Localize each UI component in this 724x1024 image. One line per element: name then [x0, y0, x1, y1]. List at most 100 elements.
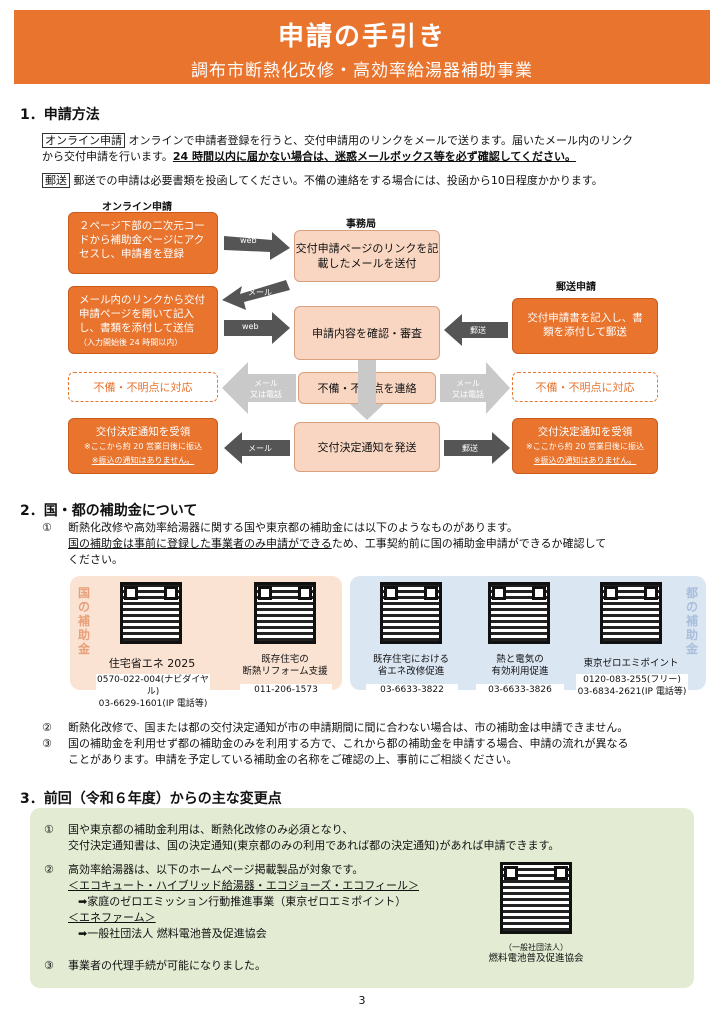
online-text2: から交付申請を行います。	[42, 150, 173, 163]
qr-code-fuel-cell[interactable]	[500, 862, 572, 934]
s3-change3: 事業者の代理手続が可能になりました。	[68, 959, 266, 972]
arrow-post1	[444, 314, 508, 346]
qr5-phone-1: 0120-083-255(フリー)	[583, 675, 681, 685]
section2-heading: 2．国・都の補助金について	[20, 503, 198, 519]
arrow-mailtel-r1: メール	[456, 379, 480, 388]
mail-description: 郵送 郵送での申請は必要書類を投函してください。不備の連絡をする場合には、投函か…	[42, 173, 702, 189]
mail-step1: 交付申請書を記入し、書類を添付して郵送	[512, 298, 658, 354]
qr2-name: 既存住宅の 断熱リフォーム支援	[232, 654, 338, 678]
arrow-mailtel-left	[222, 362, 296, 414]
s3-num3: ③	[44, 959, 54, 972]
mail-text: 郵送での申請は必要書類を投函してください。不備の連絡をする場合には、投函から10…	[73, 174, 603, 187]
section1-heading: 1．申請方法	[20, 107, 100, 123]
s3-change2: 高効率給湯器は、以下のホームページ掲載製品が対象です。 ＜エコキュート・ハイブリ…	[68, 862, 488, 942]
fuel-cell-qr-label2: 燃料電池普及促進協会	[488, 953, 584, 964]
arrow-post1-label: 郵送	[470, 326, 486, 335]
flow-online-title: オンライン申請	[102, 202, 172, 213]
office-step4: 交付決定通知を発送	[294, 422, 440, 472]
fuel-cell-qr-label1: （一般社団法人）	[504, 943, 568, 952]
s2-p3b: ことがあります。申請を予定している補助金の名称をご確認の上、事前にご相談ください…	[68, 753, 518, 766]
arrow-web2-label: web	[242, 322, 259, 331]
arrow-mail1-label: メール	[248, 288, 272, 297]
qr2-name-2: 断熱リフォーム支援	[242, 666, 328, 677]
qr-code-1[interactable]	[120, 582, 182, 644]
page-title: 申請の手引き	[277, 22, 446, 52]
s3-change1: 国や東京都の補助金利用は、断熱化改修のみ必須となり、 交付決定通知書は、国の決定…	[68, 822, 688, 854]
s2-para3: 国の補助金を利用せず都の補助金のみを利用する方で、これから都の補助金を申請する場…	[68, 736, 708, 768]
online-text: オンラインで申請者登録を行うと、交付申請用のリンクをメールで送ります。届いたメー…	[128, 134, 633, 147]
qr-code-4[interactable]	[488, 582, 550, 644]
qr4-name: 熱と電気の 有効利用促進	[470, 654, 570, 678]
online-step1: ２ページ下部の二次元コードから補助金ページにアクセスし、申請者を登録	[68, 212, 218, 274]
left-result-note2: ※振込の通知はありません。	[91, 456, 195, 465]
arrow-mailtel-l1: メール	[254, 379, 278, 388]
left-result-note: ※ここから約 20 営業日後に振込	[84, 442, 202, 451]
qr1-phone-2: 03-6629-1601(IP 電話等)	[98, 699, 208, 709]
right-result-text: 交付決定通知を受領	[537, 426, 633, 438]
s3-num2: ②	[44, 863, 54, 876]
s2-p1c: ください。	[68, 553, 123, 566]
mail-label: 郵送	[42, 173, 70, 188]
arrow-mail1	[222, 280, 290, 310]
right-result-note: ※ここから約 20 営業日後に振込	[526, 442, 644, 451]
qr4-name-1: 熱と電気の	[496, 654, 544, 665]
s2-num2: ②	[42, 721, 52, 734]
qr-code-3[interactable]	[380, 582, 442, 644]
qr1-phone: 0570-022-004(ナビダイヤル) 03-6629-1601(IP 電話等…	[96, 674, 210, 710]
qr5-phone: 0120-083-255(フリー) 03-6834-2621(IP 電話等)	[576, 674, 688, 698]
page-subtitle: 調布市断熱化改修・高効率給湯器補助事業	[191, 61, 533, 81]
online-step2-note: （入力開始後 24 時間以内）	[79, 338, 183, 347]
arrow-mailtel-l2: 又は電話	[250, 390, 282, 399]
left-result-text: 交付決定通知を受領	[95, 426, 191, 438]
qr4-name-2: 有効利用促進	[491, 666, 549, 677]
online-step2-text: メール内のリンクから交付申請ページを開いて記入し、書類を添付して送信	[79, 294, 205, 334]
s3-c2c-link[interactable]: ＜エネファーム＞	[68, 911, 156, 924]
s3-c1: 国や東京都の補助金利用は、断熱化改修のみ必須となり、	[68, 823, 354, 836]
qr4-phone: 03-6633-3826	[476, 684, 564, 696]
s2-para1: 断熱化改修や高効率給湯器に関する国や東京都の補助金には以下のようなものがあります…	[68, 520, 698, 568]
online-label: オンライン申請	[42, 133, 125, 148]
arrow-mailtel-r2: 又は電話	[452, 390, 484, 399]
flow-mail-title: 郵送申請	[556, 282, 596, 293]
section3-heading: 3．前回（令和６年度）からの主な変更点	[20, 791, 282, 807]
online-step2: メール内のリンクから交付申請ページを開いて記入し、書類を添付して送信 （入力開始…	[68, 286, 218, 354]
qr-code-2[interactable]	[254, 582, 316, 644]
s3-c2d: ➡一般社団法人 燃料電池普及促進協会	[78, 927, 267, 940]
qr5-phone-2: 03-6834-2621(IP 電話等)	[577, 687, 687, 697]
s3-num1: ①	[44, 823, 54, 836]
left-result: 交付決定通知を受領 ※ここから約 20 営業日後に振込 ※振込の通知はありません…	[68, 418, 218, 474]
arrow-mail2-label: メール	[248, 444, 272, 453]
s2-p1b-underlined: 国の補助金は事前に登録した事業者のみ申請ができる	[68, 537, 332, 550]
flow-office-title: 事務局	[346, 219, 376, 230]
arrow-web1-label: web	[240, 236, 257, 245]
qr3-name-2: 省エネ改修促進	[377, 666, 445, 677]
left-fix-box: 不備・不明点に対応	[68, 372, 218, 402]
arrow-web1	[224, 232, 290, 260]
qr3-name: 既存住宅における 省エネ改修促進	[358, 654, 464, 678]
header-banner: 申請の手引き 調布市断熱化改修・高効率給湯器補助事業	[14, 10, 710, 84]
s3-c1b: 交付決定通知書は、国の決定通知(東京都のみの利用であれば都の決定通知)があれば申…	[68, 839, 560, 852]
arrow-web2	[224, 312, 290, 344]
right-result: 交付決定通知を受領 ※ここから約 20 営業日後に振込 ※振込の通知はありません…	[512, 418, 658, 474]
changes-panel	[30, 808, 694, 988]
arrow-mailtel-right-label: メール 又は電話	[452, 378, 484, 400]
online-description: オンライン申請 オンラインで申請者登録を行うと、交付申請用のリンクをメールで送り…	[42, 133, 702, 165]
s2-p1: 断熱化改修や高効率給湯器に関する国や東京都の補助金には以下のようなものがあります…	[68, 521, 518, 534]
arrow-post2-label: 郵送	[462, 444, 478, 453]
s3-c2a-link[interactable]: ＜エコキュート・ハイブリッド給湯器・エコジョーズ・エコフィール＞	[68, 879, 420, 892]
s3-c2b: ➡家庭のゼロエミッション行動推進事業（東京ゼロエミポイント）	[78, 895, 407, 908]
s2-p3: 国の補助金を利用せず都の補助金のみを利用する方で、これから都の補助金を申請する場…	[68, 737, 629, 750]
s2-num3: ③	[42, 737, 52, 750]
s3-c2: 高効率給湯器は、以下のホームページ掲載製品が対象です。	[68, 863, 364, 876]
right-result-note2: ※振込の通知はありません。	[533, 456, 637, 465]
s2-num1: ①	[42, 521, 52, 534]
office-step2: 申請内容を確認・審査	[294, 306, 440, 360]
qr3-phone: 03-6633-3822	[366, 684, 458, 696]
national-label: 国の補助金	[78, 586, 91, 656]
qr5-name: 東京ゼロエミポイント	[583, 658, 679, 669]
tokyo-label: 都の補助金	[686, 586, 699, 656]
qr-code-5[interactable]	[600, 582, 662, 644]
qr1-phone-1: 0570-022-004(ナビダイヤル)	[97, 675, 209, 697]
flow-arrows	[222, 232, 510, 464]
arrow-mailtel-left-label: メール 又は電話	[250, 378, 282, 400]
